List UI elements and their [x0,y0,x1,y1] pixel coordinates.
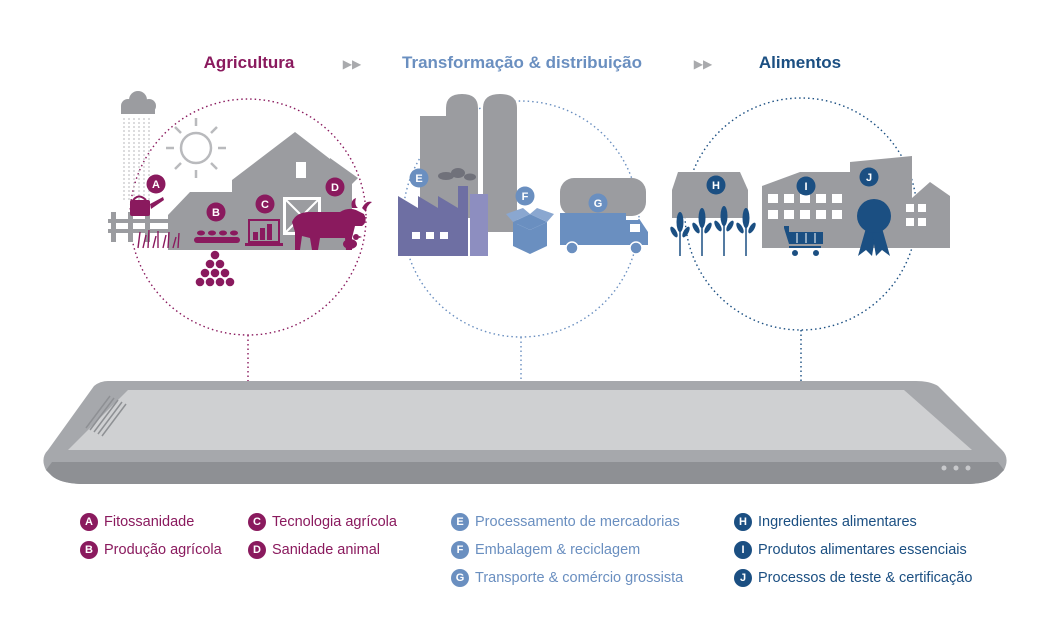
factory-icon [398,186,488,256]
legend-agricultura-col2: C Tecnologia agrícola D Sanidade animal [248,508,397,564]
marker-g: G [588,193,608,213]
legend-badge: G [451,569,469,587]
legend-alimentos: H Ingredientes alimentares I Produtos al… [734,508,972,592]
legend-label: Sanidade animal [272,542,381,558]
seedlings-icon [194,230,240,243]
marker-d: D [325,177,345,197]
grass-icon [137,229,180,249]
smoke-icon [438,168,476,181]
legend-badge: E [451,513,469,531]
legend-item-b: B Produção agrícola [80,536,222,564]
svg-text:E: E [415,173,422,185]
legend-item-e: E Processamento de mercadorias [451,508,683,536]
marker-b: B [206,202,226,222]
tablet-device [43,381,1007,484]
svg-text:C: C [261,199,269,211]
marker-c: C [255,194,275,214]
svg-text:D: D [331,182,339,194]
legend-item-i: I Produtos alimentares essenciais [734,536,972,564]
svg-text:B: B [212,207,220,219]
marker-a: A [146,174,166,194]
legend-item-d: D Sanidade animal [248,536,397,564]
watering-can-icon [130,195,164,216]
speaker-grille [85,395,127,437]
wheat-icon [670,206,756,256]
legend-item-h: H Ingredientes alimentares [734,508,972,536]
legend-badge: B [80,541,98,559]
marker-h: H [706,175,726,195]
svg-text:H: H [712,180,720,192]
arrow-icon: ▶▶ [343,57,362,71]
marker-i: I [796,176,816,196]
legend-label: Ingredientes alimentares [758,514,917,530]
legend-badge: J [734,569,752,587]
svg-text:F: F [522,191,529,203]
tablet-buttons [941,465,971,471]
legend-label: Processamento de mercadorias [475,514,680,530]
legend-item-a: A Fitossanidade [80,508,222,536]
legend-badge: A [80,513,98,531]
svg-text:I: I [804,181,807,193]
produce-pile-icon [195,250,235,287]
shopping-cart-icon [784,226,823,256]
legend-badge: D [248,541,266,559]
marker-f: F [515,186,535,206]
legend-label: Produção agrícola [104,542,222,558]
truck-icon [560,178,648,255]
legend-label: Processos de teste & certificação [758,570,973,586]
legend-item-f: F Embalagem & reciclagem [451,536,683,564]
legend-transformacao: E Processamento de mercadorias F Embalag… [451,508,683,592]
legend-item-g: G Transporte & comércio grossista [451,564,683,592]
certification-rosette-icon [857,199,891,256]
legend-label: Produtos alimentares essenciais [758,542,967,558]
legend-label: Embalagem & reciclagem [475,542,641,558]
chicken-icon [343,234,362,249]
legend-badge: I [734,541,752,559]
laptop-chart-icon [245,219,283,246]
svg-text:A: A [152,179,160,191]
legend-badge: C [248,513,266,531]
rain-cloud-icon [121,91,156,200]
legend-badge: H [734,513,752,531]
svg-text:G: G [594,198,603,210]
marker-j: J [859,167,879,187]
marker-e: E [409,168,429,188]
legend-label: Fitossanidade [104,514,195,530]
legend-label: Tecnologia agrícola [272,514,397,530]
fence [108,212,168,242]
sun-icon [166,118,226,178]
legend-agricultura-col1: A Fitossanidade B Produção agrícola [80,508,222,564]
box-icon [506,208,554,254]
legend-badge: F [451,541,469,559]
stage-title-transformacao: Transformação & distribuição [402,53,642,72]
arrow-icon: ▶▶ [694,57,713,71]
stage-title-agricultura: Agricultura [204,53,295,72]
legend-item-j: J Processos de teste & certificação [734,564,972,592]
svg-text:J: J [866,172,872,184]
legend-item-c: C Tecnologia agrícola [248,508,397,536]
legend-label: Transporte & comércio grossista [475,570,684,586]
tablet-screen [68,390,972,450]
stage-title-alimentos: Alimentos [759,53,841,72]
